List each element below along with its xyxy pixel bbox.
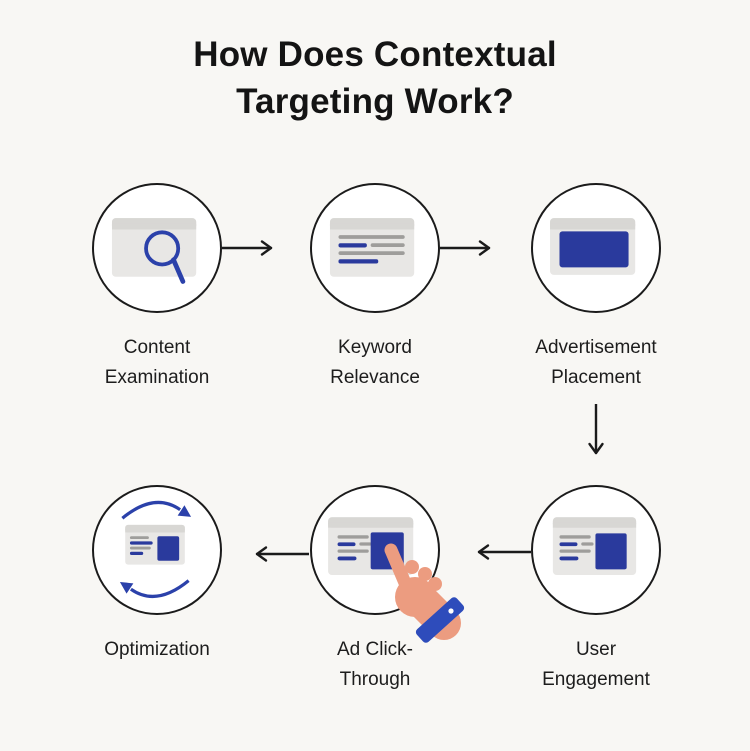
step-advertisement-placement: Advertisement Placement [511, 183, 681, 393]
page-title-line2: Targeting Work? [236, 82, 514, 121]
content-examination-circle [92, 183, 222, 313]
browser-search-icon [111, 218, 197, 284]
user-engagement-circle [531, 485, 661, 615]
keyword-relevance-circle [310, 183, 440, 313]
flow-arrow-left-1 [469, 542, 531, 562]
flow-arrow-right-1 [222, 238, 282, 258]
flow-arrow-left-2 [247, 544, 309, 564]
advertisement-placement-label: Advertisement Placement [535, 337, 657, 388]
step-ad-click-through: Ad Click- Through [290, 485, 465, 695]
step-optimization: Optimization [72, 485, 242, 665]
ad-click-through-circle [310, 485, 440, 615]
ad-banner-icon [550, 218, 636, 275]
advertisement-placement-circle [531, 183, 661, 313]
page-title-line1: How Does Contextual [193, 35, 557, 74]
step-content-examination: Content Examination [72, 183, 242, 393]
step-user-engagement: User Engagement [511, 485, 681, 695]
webpage-ad-icon [328, 517, 414, 575]
ad-click-through-label: Ad Click- Through [336, 639, 413, 690]
flow-arrow-right-2 [440, 238, 500, 258]
content-examination-label: Content Examination [104, 337, 210, 388]
step-keyword-relevance: Keyword Relevance [290, 183, 460, 393]
keyword-relevance-label: Keyword Relevance [330, 337, 420, 388]
engagement-page-icon [552, 517, 637, 575]
optimization-circle [92, 485, 222, 615]
refresh-loop-icon [119, 500, 192, 598]
page-title: How Does Contextual Targeting Work? [0, 31, 750, 125]
flow-arrow-down [586, 404, 606, 464]
user-engagement-label: User Engagement [542, 639, 650, 690]
keyword-lines-icon [329, 218, 415, 277]
optimization-label: Optimization [104, 639, 210, 660]
